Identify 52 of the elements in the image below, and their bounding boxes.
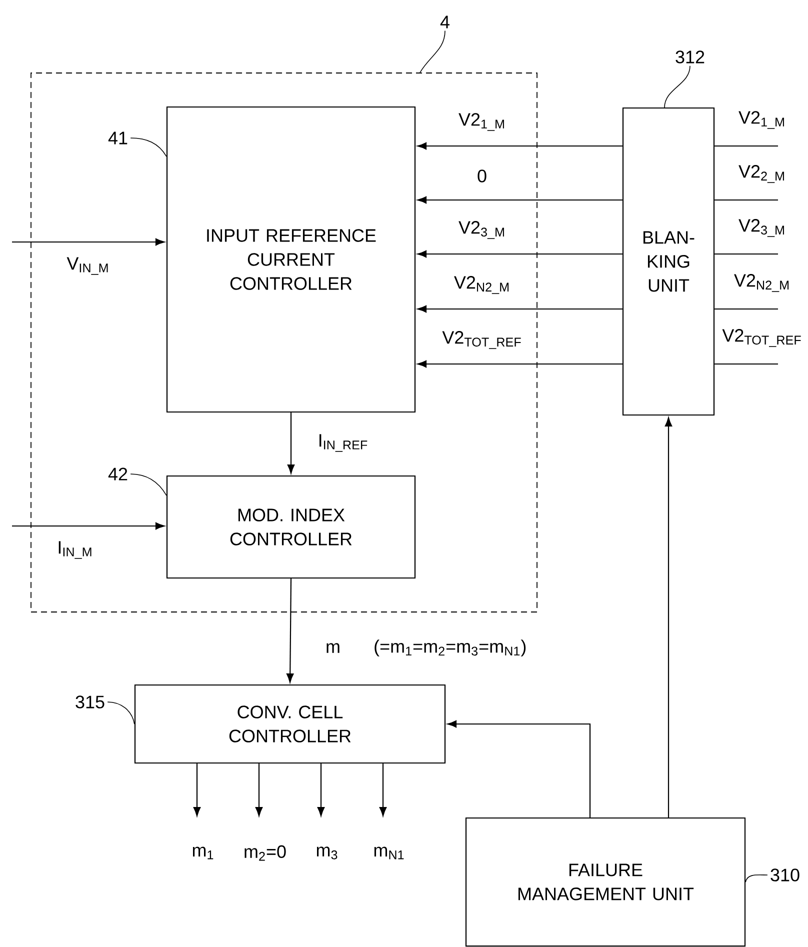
reference-numeral: 41 [108, 132, 128, 144]
reference-numeral: 4 [440, 16, 450, 28]
signal-label: V$_{IN_M}$ [66, 257, 108, 275]
signal-label: V2$_{3_M}$ [738, 219, 784, 237]
arrow [379, 764, 387, 816]
leader-line [130, 474, 167, 496]
arrow [664, 417, 672, 818]
arrow [417, 305, 622, 313]
signal-label: m$_{1}$ [192, 846, 214, 860]
leader-line [107, 702, 135, 724]
signal-label: V2$_{1_M}$ [738, 111, 784, 129]
leader-line [745, 874, 768, 882]
arrow [317, 764, 325, 816]
leader-line [130, 138, 167, 157]
block-box: CONV. CELL CONTROLLER [134, 684, 446, 764]
signal-label: V2$_{3_M}$ [458, 221, 504, 239]
signal-label: m$_{3}$ [316, 846, 338, 860]
signal-label: I$_{IN_M}$ [58, 541, 92, 559]
arrow [417, 360, 622, 368]
reference-numeral: 42 [108, 468, 128, 480]
signal-label: V2$_{1_M}$ [458, 113, 504, 131]
reference-numeral: 312 [676, 50, 704, 64]
signal-label: 0 [478, 170, 486, 182]
block-box: FAILURE MANAGEMENT UNIT [465, 817, 746, 947]
arrow [447, 720, 591, 818]
block-box: INPUT REFERENCE CURRENT CONTROLLER [166, 106, 416, 413]
signal-label: (=m$_{1}$=m$_{2}$=m$_{3}$=m$_{N1}$) [374, 640, 526, 656]
arrow [255, 764, 263, 816]
arrow [193, 764, 201, 816]
reference-numeral: 310 [770, 868, 800, 882]
signal-label: V2$_{TOT_REF}$ [722, 329, 801, 347]
leader-line [420, 30, 446, 73]
leader-line [664, 66, 690, 108]
signal-label: m [326, 643, 340, 653]
arrow [417, 196, 622, 204]
signal-label: V2$_{N2_M}$ [454, 276, 509, 294]
arrow [12, 238, 165, 246]
signal-label: V2$_{N2_M}$ [734, 274, 789, 292]
arrow [417, 250, 622, 258]
arrow [286, 578, 294, 683]
arrow [417, 142, 622, 150]
group-frame [30, 72, 538, 612]
arrow [12, 522, 165, 530]
block-box: MOD. INDEX CONTROLLER [166, 475, 416, 579]
signal-label: m$_{2}$=0 [244, 845, 286, 861]
signal-label: V2$_{TOT_REF}$ [442, 331, 521, 349]
signal-label: m$_{N1}$ [374, 846, 404, 860]
reference-numeral: 315 [76, 696, 104, 708]
signal-label: V2$_{2_M}$ [738, 165, 784, 183]
signal-label: I$_{IN_REF}$ [320, 434, 368, 452]
block-box: BLAN- KING UNIT [622, 107, 715, 416]
arrow [287, 412, 295, 474]
